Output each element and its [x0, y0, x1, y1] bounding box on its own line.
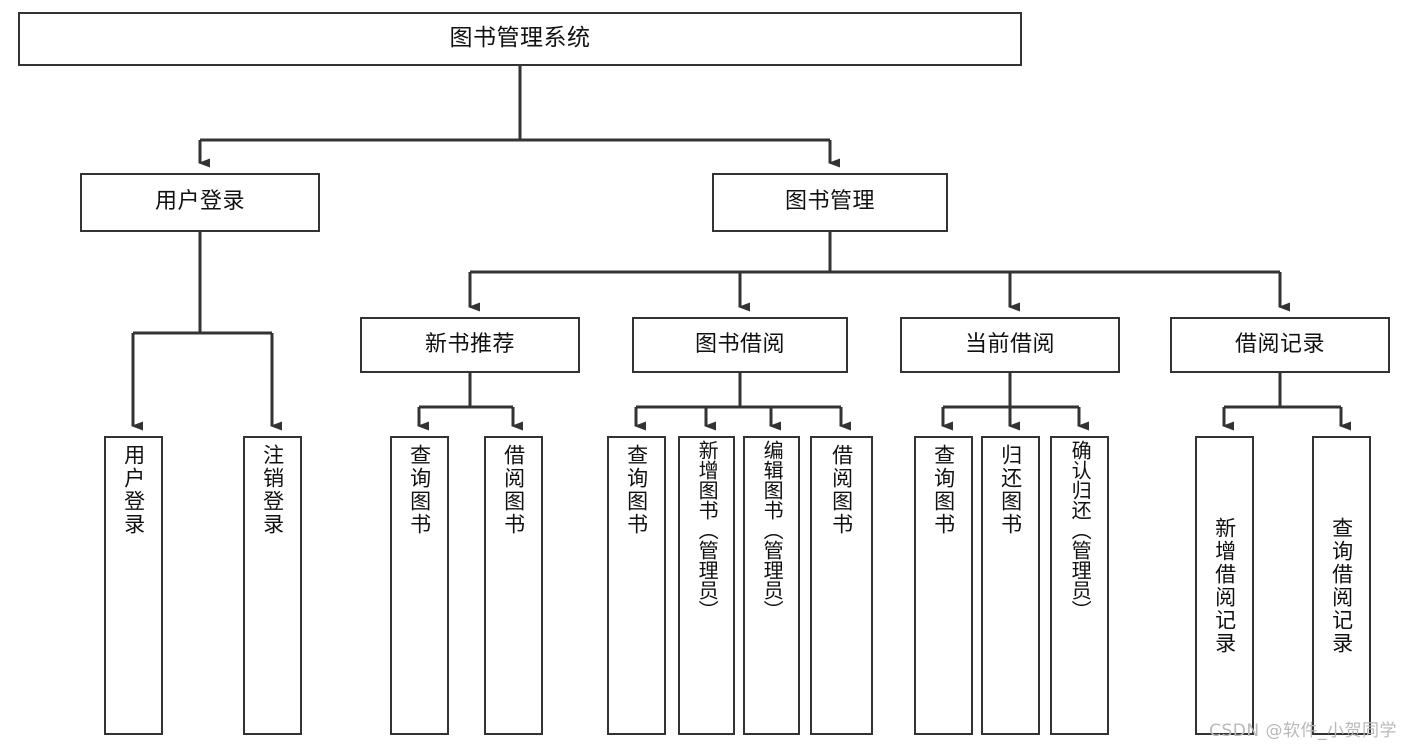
node-book-borrow[interactable]: 图书借阅 [632, 317, 848, 373]
node-user-login[interactable]: 用户登录 [80, 173, 320, 232]
node-new-book-recommend-label: 新书推荐 [424, 331, 515, 357]
node-borrow-record[interactable]: 借阅记录 [1170, 317, 1390, 373]
node-leaf-edit-book[interactable]: 编辑图书（管理员） [743, 436, 800, 735]
node-leaf-query-book-2[interactable]: 查询图书 [607, 436, 666, 735]
node-leaf-logout-label: 注销登录 [260, 444, 285, 536]
node-leaf-return-book-label: 归还图书 [998, 444, 1023, 536]
node-borrow-record-label: 借阅记录 [1234, 331, 1325, 357]
node-leaf-query-book-1[interactable]: 查询图书 [390, 436, 449, 735]
node-leaf-query-borrow-record-label: 查询借阅记录 [1329, 516, 1354, 655]
node-leaf-query-book-2-label: 查询图书 [624, 444, 649, 536]
node-leaf-borrow-book-1[interactable]: 借阅图书 [484, 436, 543, 735]
node-leaf-query-book-3-label: 查询图书 [931, 444, 956, 536]
node-leaf-add-borrow-record-label: 新增借阅记录 [1212, 516, 1237, 655]
node-current-borrow[interactable]: 当前借阅 [900, 317, 1120, 373]
node-leaf-confirm-return-label: 确认归还（管理员） [1068, 440, 1093, 620]
node-leaf-borrow-book-2[interactable]: 借阅图书 [810, 436, 873, 735]
node-leaf-borrow-book-1-label: 借阅图书 [501, 444, 526, 536]
node-leaf-confirm-return[interactable]: 确认归还（管理员） [1050, 436, 1109, 735]
node-leaf-add-book[interactable]: 新增图书（管理员） [678, 436, 735, 735]
node-leaf-user-login-label: 用户登录 [121, 444, 146, 536]
node-root[interactable]: 图书管理系统 [18, 12, 1022, 66]
node-leaf-query-borrow-record[interactable]: 查询借阅记录 [1312, 436, 1371, 735]
node-user-login-label: 用户登录 [154, 189, 245, 215]
node-root-label: 图书管理系统 [449, 25, 591, 52]
node-new-book-recommend[interactable]: 新书推荐 [360, 317, 580, 373]
node-leaf-logout[interactable]: 注销登录 [243, 436, 302, 735]
node-leaf-return-book[interactable]: 归还图书 [981, 436, 1040, 735]
node-book-borrow-label: 图书借阅 [694, 331, 785, 357]
node-leaf-borrow-book-2-label: 借阅图书 [829, 444, 854, 536]
node-leaf-edit-book-label: 编辑图书（管理员） [760, 440, 785, 620]
node-leaf-add-borrow-record[interactable]: 新增借阅记录 [1195, 436, 1254, 735]
node-leaf-query-book-3[interactable]: 查询图书 [914, 436, 973, 735]
node-book-manage[interactable]: 图书管理 [712, 173, 948, 232]
node-leaf-add-book-label: 新增图书（管理员） [695, 440, 720, 620]
node-leaf-query-book-1-label: 查询图书 [407, 444, 432, 536]
node-leaf-user-login[interactable]: 用户登录 [104, 436, 163, 735]
node-current-borrow-label: 当前借阅 [964, 331, 1055, 357]
node-book-manage-label: 图书管理 [784, 189, 875, 215]
